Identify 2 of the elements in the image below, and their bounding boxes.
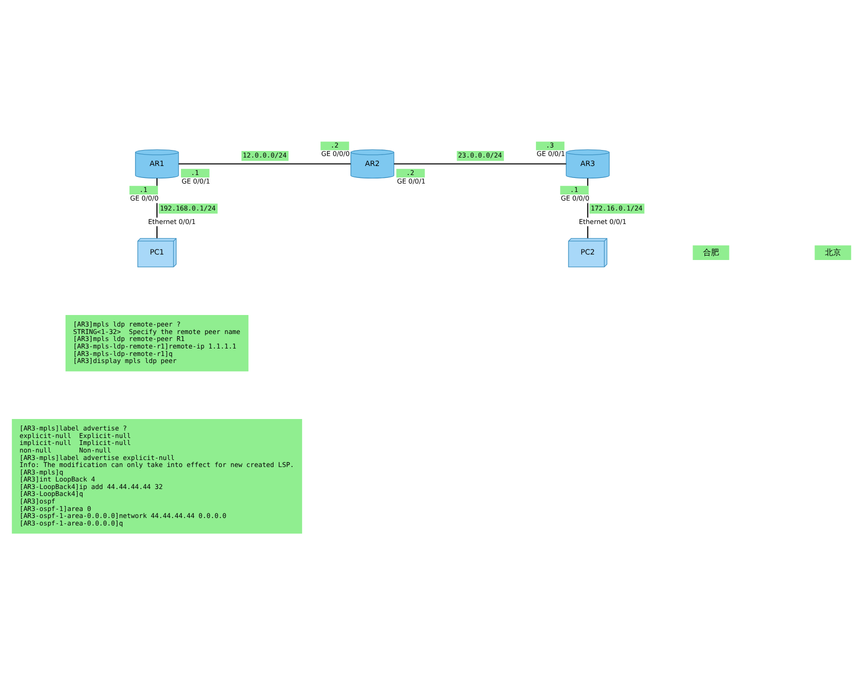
connector bbox=[394, 163, 566, 164]
connector bbox=[178, 163, 350, 164]
